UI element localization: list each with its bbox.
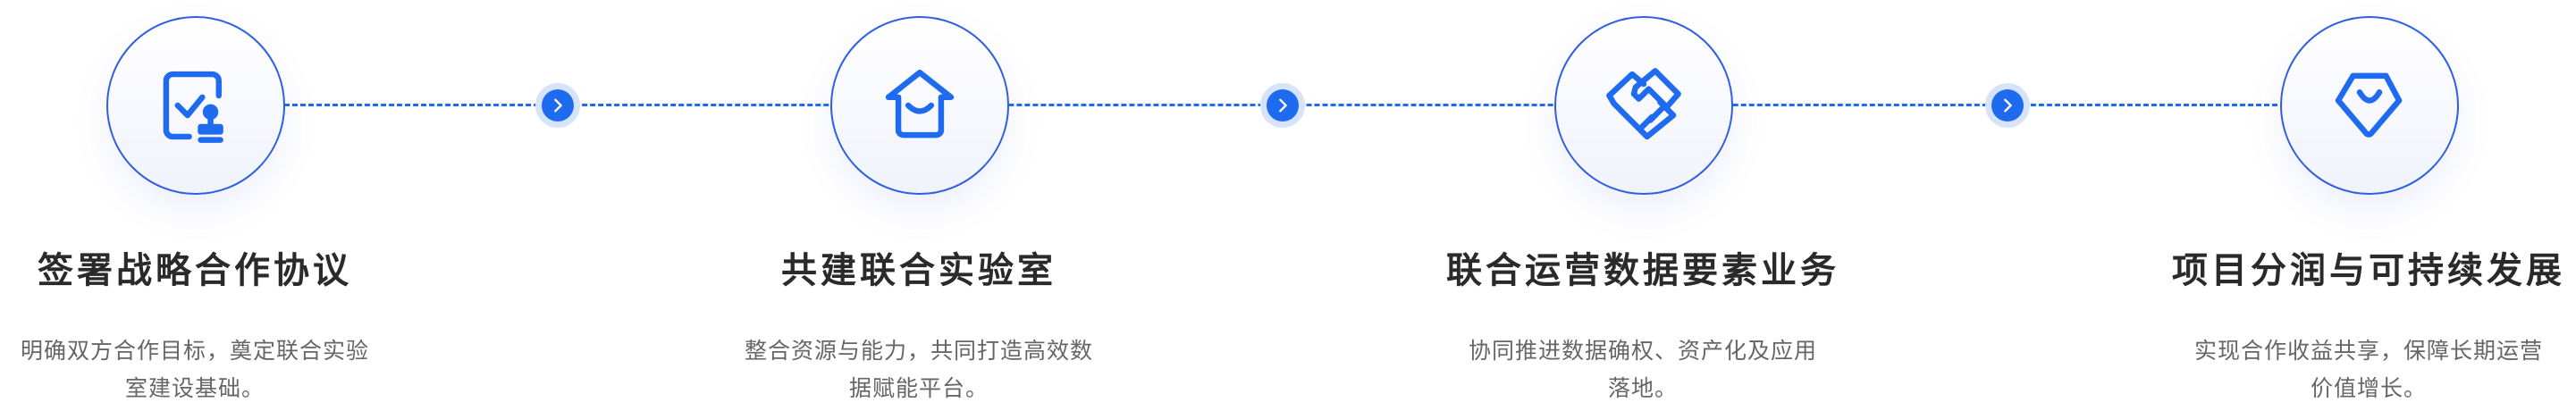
- contract-stamp-icon: [163, 71, 223, 143]
- step-icon-circle: [106, 16, 285, 195]
- handshake-icon: [1606, 68, 1681, 140]
- step-icon-circle: [1554, 16, 1733, 195]
- step-icon-circle: [830, 16, 1009, 195]
- next-arrow-button-1[interactable]: [535, 83, 580, 128]
- diamond-smile-icon: [2335, 72, 2403, 138]
- step-description: 明确双方合作目标，奠定联合实验室建设基础。: [20, 338, 369, 401]
- step-title: 签署战略合作协议: [38, 250, 352, 291]
- next-arrow-button-3[interactable]: [1985, 83, 2030, 128]
- chevron-right-icon: [554, 98, 562, 113]
- step-description: 实现合作收益共享，保障长期运营价值增长。: [2193, 338, 2543, 401]
- chevron-right-icon: [1279, 98, 1287, 113]
- step-description: 协同推进数据确权、资产化及应用落地。: [1468, 338, 1817, 401]
- step-icon-circle: [2280, 16, 2459, 195]
- step-title: 联合运营数据要素业务: [1446, 250, 1839, 291]
- step-title: 共建联合实验室: [781, 250, 1056, 291]
- chevron-right-icon: [2004, 98, 2012, 113]
- step-title: 项目分润与可持续发展: [2172, 250, 2565, 291]
- house-smile-icon: [885, 69, 955, 138]
- step-description: 整合资源与能力，共同打造高效数据赋能平台。: [744, 338, 1093, 401]
- next-arrow-button-2[interactable]: [1260, 83, 1305, 128]
